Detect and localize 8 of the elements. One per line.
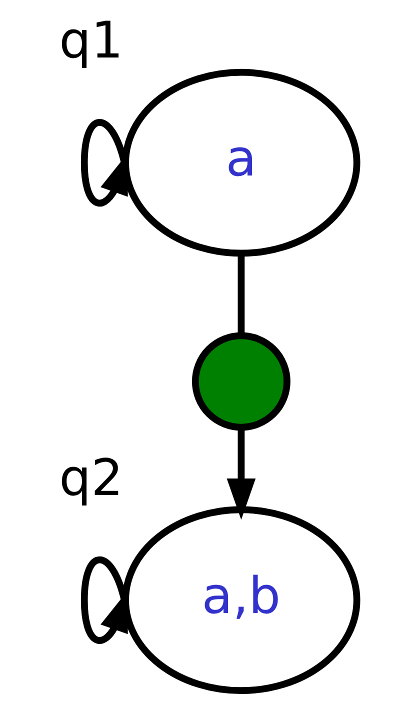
arrow — [226, 428, 256, 520]
node-label: q2 — [59, 448, 124, 508]
node-label: q1 — [59, 10, 124, 70]
node-ellipse: a — [122, 68, 360, 257]
node-ellipse: a,b — [122, 506, 360, 694]
arrow — [80, 119, 128, 206]
arrow — [80, 556, 128, 644]
node-circle — [192, 332, 290, 431]
